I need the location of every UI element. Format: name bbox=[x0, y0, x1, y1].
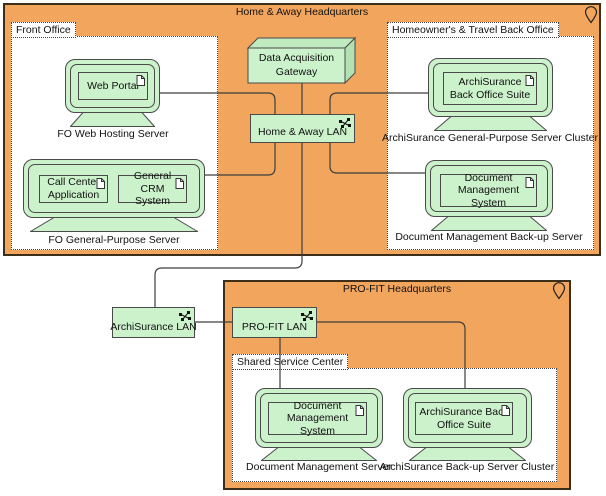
location-icon bbox=[552, 282, 566, 300]
node-data-acquisition-gateway-label: Data Acquisition Gateway bbox=[258, 51, 335, 78]
connection-profitlan-archibackup[interactable] bbox=[317, 321, 466, 388]
location-icon bbox=[584, 6, 598, 24]
node-home-away-lan[interactable]: Home & Away LAN bbox=[250, 114, 355, 143]
connection-docbackup-homelan[interactable] bbox=[329, 143, 425, 174]
node-home-away-lan-label: Home & Away LAN bbox=[257, 126, 348, 138]
app-document-management-system[interactable]: Document Management System bbox=[440, 171, 537, 209]
node-data-acquisition-gateway[interactable] bbox=[246, 36, 358, 85]
device-stand bbox=[409, 447, 526, 461]
node-archisurance-lan[interactable]: ArchiSurance LAN bbox=[110, 307, 197, 338]
device-stand bbox=[434, 116, 547, 131]
group-homeowners-label: Homeowner's & Travel Back Office bbox=[392, 24, 554, 36]
app-general-crm-system-label: General CRM System bbox=[133, 170, 172, 208]
device-stand bbox=[431, 216, 547, 231]
app-call-center-application-label: Call Center Application bbox=[47, 176, 100, 201]
app-archisurance-back-office-suite[interactable]: ArchiSurance Back Office Suite bbox=[415, 402, 513, 435]
app-document-management-system[interactable]: Document Management System bbox=[268, 399, 367, 437]
node-profit-lan[interactable]: PRO-FIT LAN bbox=[232, 307, 317, 338]
app-web-portal-label: Web Portal bbox=[87, 79, 139, 92]
connection-webportal-homelan[interactable] bbox=[160, 92, 276, 114]
app-archisurance-back-office-suite-label: ArchiSurance Back Office Suite bbox=[449, 75, 531, 101]
device-document-management-server-label: Document Management Server bbox=[246, 461, 392, 473]
home-away-headquarters-title: Home & Away Headquarters bbox=[235, 6, 369, 18]
group-homeowners-tab[interactable]: Homeowner's & Travel Back Office bbox=[387, 22, 559, 38]
group-front-office-tab[interactable]: Front Office bbox=[11, 22, 76, 38]
artifact-icon bbox=[355, 405, 364, 416]
app-archisurance-back-office-suite[interactable]: ArchiSurance Back Office Suite bbox=[443, 72, 537, 105]
group-shared-service-tab[interactable]: Shared Service Center bbox=[232, 354, 349, 370]
network-icon bbox=[179, 311, 191, 321]
node-profit-lan-label: PRO-FIT LAN bbox=[241, 321, 308, 333]
network-icon bbox=[339, 118, 351, 128]
app-document-management-system-label: Document Management System bbox=[286, 399, 349, 437]
app-archisurance-back-office-suite-label: ArchiSurance Back Office Suite bbox=[419, 405, 509, 431]
profit-headquarters-title: PRO-FIT Headquarters bbox=[342, 283, 452, 295]
device-fo-web-hosting-server-label: FO Web Hosting Server bbox=[57, 128, 169, 140]
device-stand bbox=[261, 447, 377, 461]
artifact-icon bbox=[525, 75, 534, 86]
device-archisurance-cluster-label: ArchiSurance General-Purpose Server Clus… bbox=[382, 132, 598, 144]
app-call-center-application[interactable]: Call Center Application bbox=[39, 175, 108, 203]
app-general-crm-system[interactable]: General CRM System bbox=[118, 170, 187, 207]
device-stand bbox=[30, 217, 198, 232]
group-front-office-label: Front Office bbox=[16, 24, 71, 36]
device-doc-mgmt-backup-server-label: Document Management Back-up Server bbox=[395, 231, 583, 243]
artifact-icon bbox=[136, 75, 145, 86]
artifact-icon bbox=[525, 177, 534, 188]
device-archisurance-backup-cluster-label: ArchiSurance Back-up Server Cluster bbox=[379, 461, 555, 473]
connection-archisuite-homelan[interactable] bbox=[329, 92, 428, 114]
device-stand bbox=[70, 112, 155, 127]
artifact-icon bbox=[501, 405, 510, 416]
group-shared-service-label: Shared Service Center bbox=[237, 356, 344, 368]
app-web-portal[interactable]: Web Portal bbox=[78, 72, 148, 100]
app-document-management-system-label: Document Management System bbox=[457, 171, 520, 209]
device-fo-general-purpose-server-label: FO General-Purpose Server bbox=[48, 234, 180, 246]
network-icon bbox=[301, 311, 313, 321]
node-archisurance-lan-label: ArchiSurance LAN bbox=[110, 321, 197, 333]
artifact-icon bbox=[96, 178, 105, 189]
connection-homelan-archisurancelan[interactable] bbox=[154, 143, 303, 308]
artifact-icon bbox=[175, 178, 184, 189]
connection-fogeneral-homelan[interactable] bbox=[205, 143, 276, 176]
